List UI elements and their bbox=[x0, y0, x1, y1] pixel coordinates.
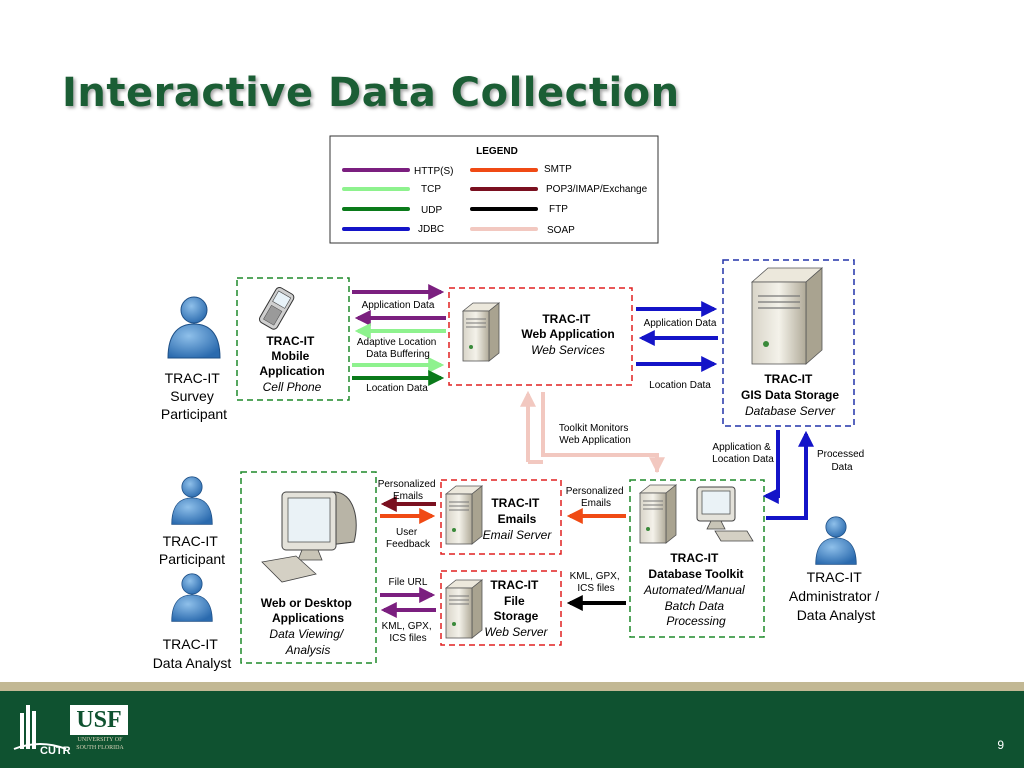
slide-title: Interactive Data Collection bbox=[62, 70, 680, 116]
legend: LEGEND HTTP(S) TCP UDP JDBC SMTP POP3/IM… bbox=[329, 135, 659, 244]
footer-bar bbox=[0, 691, 1024, 768]
legend-label-tcp: TCP bbox=[421, 184, 441, 195]
mobile-app-box bbox=[236, 277, 350, 401]
participant-icon bbox=[171, 476, 213, 525]
label-processed-data: Processed Data bbox=[817, 449, 867, 473]
email-server-subtitle: Email Server bbox=[483, 528, 553, 542]
desktop-app-title: Web or Desktop Applications bbox=[261, 596, 355, 625]
gis-data-storage-box bbox=[722, 259, 855, 427]
desktop-computer-icon bbox=[261, 491, 357, 583]
cutr-logo-icon bbox=[13, 705, 67, 750]
arrow-jdbc-toolkit-to-gis bbox=[766, 430, 814, 520]
label-location-data-2: Location Data bbox=[649, 380, 711, 391]
data-analyst-icon bbox=[171, 573, 213, 622]
legend-label-smtp: SMTP bbox=[544, 164, 572, 175]
email-server-icon bbox=[445, 485, 483, 545]
desktop-app-subtitle: Data Viewing/ Analysis bbox=[269, 627, 346, 657]
toolkit-server-icon bbox=[639, 484, 677, 544]
label-location-data-1: Location Data bbox=[366, 383, 428, 394]
web-application-title: TRAC-IT Web Application bbox=[521, 312, 614, 341]
email-server-box bbox=[440, 479, 562, 555]
legend-label-soap: SOAP bbox=[547, 225, 575, 236]
usf-logo: USF bbox=[70, 705, 128, 735]
web-application-box bbox=[448, 287, 633, 386]
arrow-soap-to-toolkit bbox=[541, 392, 665, 474]
legend-label-http: HTTP(S) bbox=[414, 166, 453, 177]
label-app-location-data: Application & Location Data bbox=[712, 442, 774, 465]
database-toolkit-box bbox=[629, 479, 765, 638]
label-kml-files-1: KML, GPX, ICS files bbox=[382, 621, 435, 644]
data-analyst-label: TRAC-IT Data Analyst bbox=[153, 636, 232, 671]
database-server-icon bbox=[750, 267, 824, 365]
legend-label-udp: UDP bbox=[421, 205, 442, 216]
legend-label-jdbc: JDBC bbox=[418, 224, 444, 235]
database-toolkit-subtitle: Automated/Manual Batch Data Processing bbox=[643, 583, 748, 628]
cell-phone-icon bbox=[258, 286, 295, 330]
mobile-app-subtitle: Cell Phone bbox=[263, 380, 322, 394]
legend-label-ftp: FTP bbox=[549, 204, 568, 215]
label-file-url: File URL bbox=[389, 577, 428, 588]
legend-heading: LEGEND bbox=[476, 146, 518, 157]
participant-label: TRAC-IT Participant bbox=[159, 533, 225, 567]
administrator-icon bbox=[815, 516, 857, 565]
cutr-logo-text: CUTR bbox=[40, 745, 71, 757]
architecture-diagram: LEGEND HTTP(S) TCP UDP JDBC SMTP POP3/IM… bbox=[153, 135, 883, 671]
web-application-server-icon bbox=[462, 302, 500, 362]
label-user-feedback: User Feedback bbox=[386, 527, 431, 550]
label-application-data-1: Application Data bbox=[362, 300, 435, 311]
administrator-label: TRAC-IT Administrator / Data Analyst bbox=[789, 569, 883, 623]
label-application-data-2: Application Data bbox=[644, 318, 717, 329]
file-storage-box bbox=[440, 570, 562, 646]
mobile-app-title: TRAC-IT Mobile Application bbox=[259, 334, 324, 378]
label-personalized-emails-1: Personalized Emails bbox=[378, 479, 439, 502]
footer-stripe bbox=[0, 682, 1024, 691]
legend-label-pop3: POP3/IMAP/Exchange bbox=[546, 184, 648, 195]
gis-storage-subtitle: Database Server bbox=[745, 404, 836, 418]
page-number: 9 bbox=[997, 738, 1004, 752]
label-personalized-emails-2: Personalized Emails bbox=[566, 486, 627, 509]
database-toolkit-title: TRAC-IT Database Toolkit bbox=[648, 551, 743, 581]
toolkit-computer-icon bbox=[696, 486, 754, 542]
file-storage-title: TRAC-IT File Storage bbox=[490, 578, 541, 623]
survey-participant-icon bbox=[167, 296, 221, 359]
desktop-applications-box bbox=[240, 471, 377, 664]
survey-participant-label: TRAC-IT Survey Participant bbox=[161, 370, 227, 422]
email-server-title: TRAC-IT Emails bbox=[491, 496, 542, 526]
file-storage-subtitle: Web Server bbox=[484, 625, 548, 639]
web-application-subtitle: Web Services bbox=[531, 343, 605, 357]
label-toolkit-monitors: Toolkit Monitors Web Application bbox=[559, 423, 631, 446]
arrow-jdbc-gis-to-toolkit bbox=[762, 430, 780, 504]
file-storage-server-icon bbox=[445, 579, 483, 639]
label-adaptive-buffering: Adaptive Location Data Buffering bbox=[357, 337, 439, 360]
label-kml-files-2: KML, GPX, ICS files bbox=[570, 571, 623, 594]
gis-storage-title: TRAC-IT GIS Data Storage bbox=[741, 372, 839, 402]
usf-logo-subtext: UNIVERSITY OF SOUTH FLORIDA bbox=[76, 737, 124, 751]
